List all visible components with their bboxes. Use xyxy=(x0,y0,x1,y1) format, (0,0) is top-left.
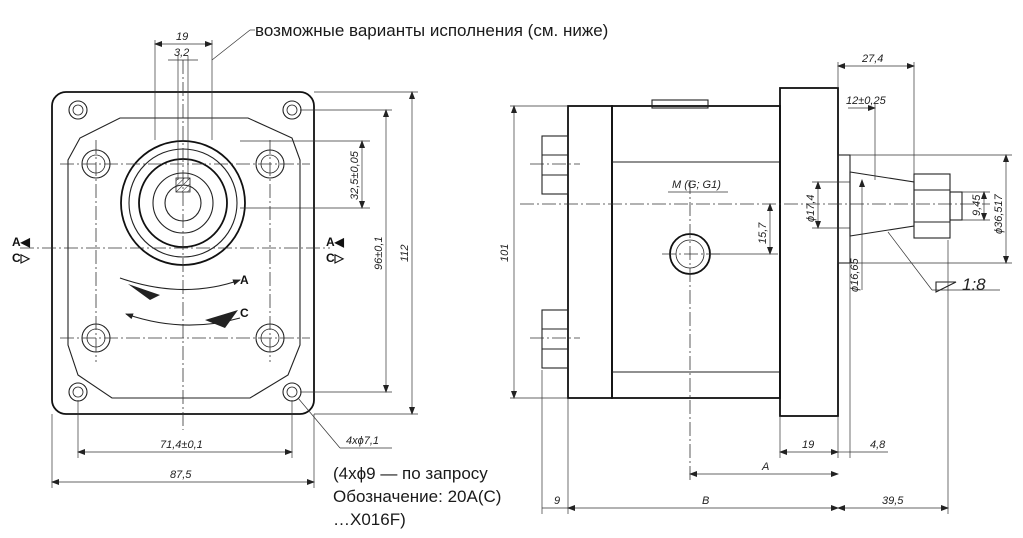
dim-27-4: 27,4 xyxy=(861,53,883,65)
dim-101: 101 xyxy=(499,244,511,262)
dim-a: A xyxy=(761,461,769,473)
dim-36-517: ϕ36,517 xyxy=(993,193,1005,234)
dim-19-side: 19 xyxy=(802,439,814,451)
dim-9-45: 9,45 xyxy=(971,194,983,216)
mounting-holes xyxy=(68,100,302,402)
dim-32-5: 32,5±0,05 xyxy=(349,150,361,200)
side-nut xyxy=(913,173,951,239)
side-top-boss xyxy=(651,99,709,109)
side-rear-bolts xyxy=(541,135,569,369)
dim-87-5: 87,5 xyxy=(170,469,192,481)
dim-b: B xyxy=(702,495,709,507)
variants-note: возможные варианты исполнения (см. ниже) xyxy=(255,21,609,40)
rotation-label-a: A xyxy=(240,273,249,287)
side-front-flange xyxy=(779,87,839,417)
side-rear-cover xyxy=(567,105,613,399)
front-body-outline xyxy=(67,117,301,399)
rotation-arrow-a xyxy=(119,277,241,291)
dim-4-8: 4,8 xyxy=(870,439,886,451)
dim-9: 9 xyxy=(554,495,560,507)
dim-15-7: 15,7 xyxy=(757,222,769,244)
port-left-c: C▷ xyxy=(12,251,31,265)
side-view: 101 27,4 12±0,25 M (G; G1) 15,7 ϕ17,4 xyxy=(499,53,1012,514)
port-left-a: A◀ xyxy=(12,235,31,249)
rotation-label-c: C xyxy=(240,306,249,320)
dim-17-4: ϕ17,4 xyxy=(805,194,817,222)
side-pilot xyxy=(837,154,851,264)
dim-96: 96±0,1 xyxy=(373,236,385,270)
dim-39-5: 39,5 xyxy=(882,495,904,507)
port-right-c: C▷ xyxy=(326,251,345,265)
port-right-a: A◀ xyxy=(326,235,345,249)
dim-3-2: 3,2 xyxy=(174,47,189,59)
dim-holes: 4хϕ7,1 xyxy=(346,435,379,447)
dim-71-4: 71,4±0,1 xyxy=(160,439,203,451)
port-thread-label: M (G; G1) xyxy=(672,179,721,191)
dim-112: 112 xyxy=(399,244,411,262)
option-note-line-2: Обозначение: 20А(С) xyxy=(333,487,502,506)
dim-12: 12±0,25 xyxy=(846,95,887,107)
side-main-body xyxy=(611,105,781,399)
taper-label: 1:8 xyxy=(962,275,986,294)
front-view: A C A◀ C▷ A◀ C▷ 19 3,2 32,5±0,05 xyxy=(12,29,418,488)
dim-19-front: 19 xyxy=(176,31,188,43)
option-note-line-1: (4хϕ9 — по запросу xyxy=(333,464,488,483)
dim-16-65: ϕ16,65 xyxy=(849,257,861,292)
option-note-line-3: …Х016F) xyxy=(333,510,406,529)
